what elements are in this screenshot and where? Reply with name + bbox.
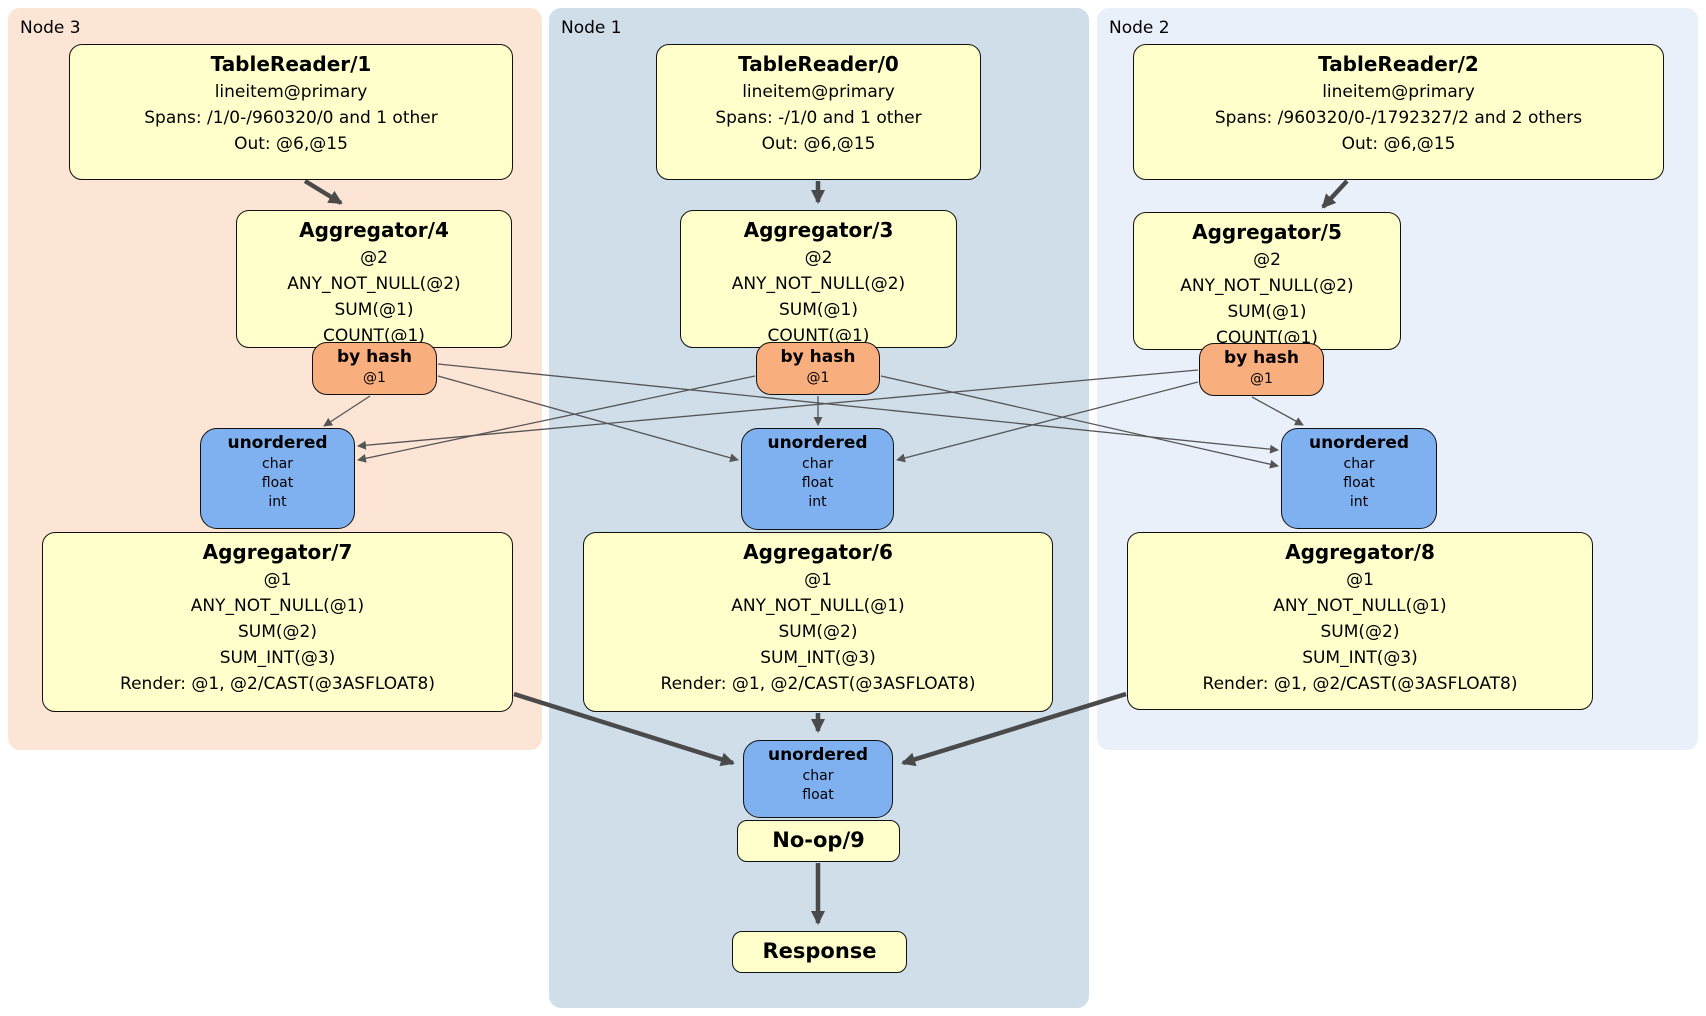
aggregator-7-fn3: SUM_INT(@3) <box>219 648 336 668</box>
router-byhash-node1-cols: @1 <box>806 370 830 386</box>
router-byhash-node3-label: by hash <box>337 347 412 367</box>
sync-node3-type-3: int <box>268 494 287 510</box>
sync-node1-type-2: float <box>801 475 834 491</box>
aggregator-8-fn3: SUM_INT(@3) <box>1302 648 1418 668</box>
aggregator-6-title: Aggregator/6 <box>743 540 893 564</box>
aggregator-8-fn2: SUM(@2) <box>1320 622 1400 642</box>
aggregator-8-title: Aggregator/8 <box>1285 540 1435 564</box>
aggregator-4-fn3: COUNT(@1) <box>323 326 425 346</box>
router-byhash-node3: by hash @1 <box>312 342 437 395</box>
sync-unordered-node1-label: unordered <box>767 433 868 453</box>
aggregator-5-title: Aggregator/5 <box>1192 220 1342 244</box>
aggregator-3-title: Aggregator/3 <box>743 218 894 242</box>
tablereader-1-out: Out: @6,@15 <box>234 134 348 154</box>
aggregator-7-groupcols: @1 <box>263 570 292 590</box>
region-node1-label: Node 1 <box>561 18 622 38</box>
sync-unordered-final: unordered char float <box>743 740 893 818</box>
aggregator-8-render: Render: @1, @2/CAST(@3ASFLOAT8) <box>1202 674 1518 694</box>
tablereader-1-box: TableReader/1 lineitem@primary Spans: /1… <box>69 44 513 180</box>
aggregator-3-fn3: COUNT(@1) <box>767 326 870 346</box>
aggregator-6-box: Aggregator/6 @1 ANY_NOT_NULL(@1) SUM(@2)… <box>583 532 1053 712</box>
response-box: Response <box>732 931 907 973</box>
router-byhash-node1: by hash @1 <box>756 342 880 395</box>
sync-node2-type-2: float <box>1343 475 1375 491</box>
tablereader-1-spans: Spans: /1/0-/960320/0 and 1 other <box>144 108 438 128</box>
tablereader-0-title: TableReader/0 <box>738 52 899 76</box>
aggregator-5-box: Aggregator/5 @2 ANY_NOT_NULL(@2) SUM(@1)… <box>1133 212 1401 350</box>
router-byhash-node2: by hash @1 <box>1199 343 1324 396</box>
aggregator-6-render: Render: @1, @2/CAST(@3ASFLOAT8) <box>660 674 976 694</box>
sync-node3-type-2: float <box>261 475 294 491</box>
aggregator-8-groupcols: @1 <box>1346 570 1374 590</box>
tablereader-1-title: TableReader/1 <box>210 52 372 76</box>
router-byhash-node2-label: by hash <box>1224 348 1299 368</box>
aggregator-5-fn1: ANY_NOT_NULL(@2) <box>1180 276 1354 296</box>
aggregator-4-fn2: SUM(@1) <box>334 300 414 320</box>
aggregator-7-render: Render: @1, @2/CAST(@3ASFLOAT8) <box>120 674 435 694</box>
sync-node1-type-3: int <box>808 494 827 510</box>
sync-node3-type-1: char <box>262 456 293 472</box>
aggregator-6-fn2: SUM(@2) <box>778 622 858 642</box>
aggregator-6-fn1: ANY_NOT_NULL(@1) <box>731 596 905 616</box>
tablereader-2-index: lineitem@primary <box>1322 82 1475 102</box>
aggregator-7-title: Aggregator/7 <box>202 540 353 564</box>
aggregator-3-groupcols: @2 <box>804 248 833 268</box>
aggregator-6-fn3: SUM_INT(@3) <box>760 648 876 668</box>
sync-unordered-final-label: unordered <box>767 745 869 765</box>
router-byhash-node2-cols: @1 <box>1250 371 1273 387</box>
sync-unordered-node2-label: unordered <box>1308 433 1410 453</box>
tablereader-0-index: lineitem@primary <box>742 82 895 102</box>
aggregator-4-groupcols: @2 <box>360 248 388 268</box>
aggregator-7-fn1: ANY_NOT_NULL(@1) <box>190 596 365 616</box>
aggregator-8-fn1: ANY_NOT_NULL(@1) <box>1273 596 1447 616</box>
router-byhash-node3-cols: @1 <box>363 370 386 386</box>
sync-final-type-1: char <box>802 768 834 784</box>
aggregator-4-fn1: ANY_NOT_NULL(@2) <box>287 274 461 294</box>
tablereader-0-out: Out: @6,@15 <box>761 134 876 154</box>
tablereader-2-spans: Spans: /960320/0-/1792327/2 and 2 others <box>1214 108 1583 128</box>
aggregator-3-box: Aggregator/3 @2 ANY_NOT_NULL(@2) SUM(@1)… <box>680 210 957 348</box>
tablereader-2-title: TableReader/2 <box>1318 52 1479 76</box>
aggregator-4-title: Aggregator/4 <box>299 218 449 242</box>
sync-node1-type-1: char <box>802 456 833 472</box>
tablereader-0-box: TableReader/0 lineitem@primary Spans: -/… <box>656 44 981 180</box>
aggregator-6-groupcols: @1 <box>804 570 832 590</box>
aggregator-7-box: Aggregator/7 @1 ANY_NOT_NULL(@1) SUM(@2)… <box>42 532 513 712</box>
noop-9-title: No-op/9 <box>772 828 865 852</box>
aggregator-4-box: Aggregator/4 @2 ANY_NOT_NULL(@2) SUM(@1)… <box>236 210 512 348</box>
router-byhash-node1-label: by hash <box>780 347 856 367</box>
aggregator-3-fn2: SUM(@1) <box>779 300 858 320</box>
tablereader-2-box: TableReader/2 lineitem@primary Spans: /9… <box>1133 44 1664 180</box>
tablereader-0-spans: Spans: -/1/0 and 1 other <box>715 108 922 128</box>
sync-unordered-node1: unordered char float int <box>741 428 894 530</box>
noop-9-box: No-op/9 <box>737 820 900 862</box>
region-node2-label: Node 2 <box>1109 18 1170 38</box>
tablereader-2-out: Out: @6,@15 <box>1341 134 1456 154</box>
aggregator-7-fn2: SUM(@2) <box>238 622 317 642</box>
tablereader-1-index: lineitem@primary <box>214 82 368 102</box>
region-node3-label: Node 3 <box>20 18 81 38</box>
sync-final-type-2: float <box>802 787 834 803</box>
sync-node2-type-1: char <box>1343 456 1375 472</box>
aggregator-5-groupcols: @2 <box>1253 250 1281 270</box>
sync-unordered-node3: unordered char float int <box>200 428 355 529</box>
aggregator-8-box: Aggregator/8 @1 ANY_NOT_NULL(@1) SUM(@2)… <box>1127 532 1593 710</box>
sync-node2-type-3: int <box>1349 494 1369 510</box>
response-title: Response <box>762 939 877 963</box>
aggregator-5-fn2: SUM(@1) <box>1227 302 1307 322</box>
sync-unordered-node2: unordered char float int <box>1281 428 1437 529</box>
aggregator-3-fn1: ANY_NOT_NULL(@2) <box>731 274 906 294</box>
sync-unordered-node3-label: unordered <box>227 433 328 453</box>
